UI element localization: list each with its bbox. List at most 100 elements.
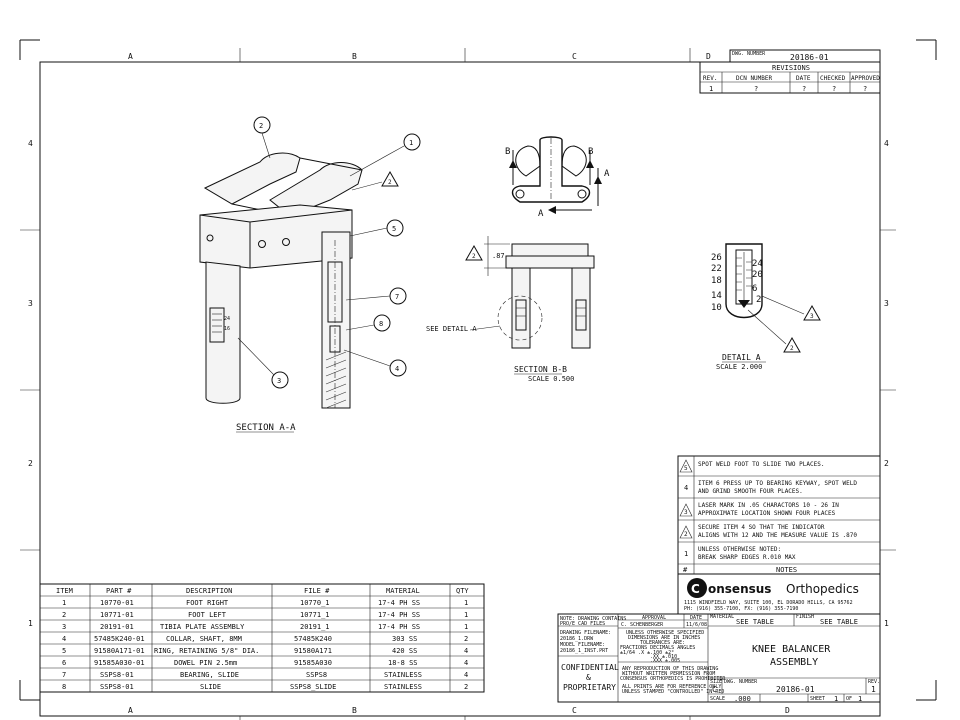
section-a-right: A	[604, 169, 610, 179]
note-3-line1: LASER MARK IN .05 CHARACTORS 10 - 26 IN	[698, 502, 839, 509]
zone-row-4-left: 4	[28, 139, 33, 148]
bom-description: BEARING, SLIDE	[180, 671, 239, 679]
tolerance-line5: ±1/64 .X ±.100 ±2°	[620, 650, 674, 656]
bom-description: COLLAR, SHAFT, 8MM	[166, 635, 242, 643]
bom-header-description: DESCRIPTION	[186, 587, 232, 595]
sheet-label: SHEET	[810, 696, 825, 702]
company-phone: PH: (916) 355-7100, FX: (916) 355-7190	[684, 606, 798, 612]
sheet-frame	[19, 39, 937, 720]
drawn-by: C. SCHENBERGER	[621, 622, 664, 628]
zone-col-a-top: A	[128, 52, 133, 61]
balloon-1: 1	[409, 139, 413, 147]
bom-qty: 4	[464, 647, 468, 655]
bom-part: SSPS8-01	[100, 671, 134, 679]
rev-header-rev: REV.	[703, 75, 717, 82]
repro-line3: CONSENSUS ORTHOPEDICS IS PROHIBITED	[620, 676, 725, 682]
balloon-4: 4	[395, 365, 399, 373]
bom-part: 91580A171-01	[94, 647, 145, 655]
scale-label: SCALE	[710, 696, 725, 702]
bom-file: 91585A030	[294, 659, 332, 667]
dwg-number-value: 20186-01	[776, 685, 815, 694]
note-3-line2: APPROXIMATE LOCATION SHOWN FOUR PLACES	[698, 510, 836, 517]
flag-note-3-detail: 3	[810, 313, 814, 320]
bom-item: 4	[62, 635, 66, 643]
repro-line4: ALL PRINTS ARE FOR REFERENCE ONLY	[622, 684, 721, 690]
zone-col-c-bottom: C	[572, 706, 577, 715]
detail-mark-10: 10	[711, 303, 722, 313]
bom-qty: 1	[464, 611, 468, 619]
bom-header-file: FILE #	[304, 587, 330, 595]
aa-scale-mark-16: 16	[224, 326, 230, 332]
bom-item: 6	[62, 659, 66, 667]
zone-col-d-bottom: D	[785, 706, 790, 715]
bom-part: 57485K240-01	[94, 635, 145, 643]
section-bb-view: .87 2	[465, 236, 595, 349]
flag-note-2-bb: 2	[472, 253, 476, 260]
tolerance-line7: .XXX ±.005	[650, 658, 680, 664]
drawing-filename-label: DRAWING FILENAME:	[560, 630, 611, 636]
bom-file: 57485K240	[294, 635, 332, 643]
zone-row-3-right: 3	[884, 299, 889, 308]
bom-part: SSPS8-01	[100, 683, 134, 691]
confidential-label: CONFIDENTIAL	[561, 663, 619, 672]
rev-header-approved: APPROVED	[851, 75, 880, 82]
zone-row-2-right: 2	[884, 459, 889, 468]
rev-header-dcn: DCN NUMBER	[736, 75, 773, 82]
revisions-table: REVISIONS REV. DCN NUMBER DATE CHECKED A…	[699, 61, 881, 94]
approval-header: APPROVAL	[642, 615, 666, 621]
bom-table: ITEM PART # DESCRIPTION FILE # MATERIAL …	[39, 583, 485, 693]
top-dwg-number-box: DWG. NUMBER 20186-01	[729, 49, 881, 63]
balloon-7: 7	[395, 293, 399, 301]
top-view: B B A A	[505, 136, 610, 219]
tolerance-line6: .XX ±.010	[650, 654, 677, 660]
approval-date-header: DATE	[690, 615, 702, 621]
cad-note-line2: PRO/E CAD FILES	[560, 621, 605, 627]
zone-col-b-top: B	[352, 52, 357, 61]
notes-box: 5 SPOT WELD FOOT TO SLIDE TWO PLACES. 4 …	[677, 455, 881, 575]
balloons-section-aa: 2 1 5 7 8 4 3 2	[237, 116, 421, 389]
bom-item: 8	[62, 683, 66, 691]
bom-qty: 2	[464, 683, 468, 691]
zone-col-d-top: D	[706, 52, 711, 61]
balloon-8: 8	[379, 320, 383, 328]
drawing-filename: 20186_1.DRW	[560, 636, 594, 642]
tolerance-line1: UNLESS OTHERWISE SPECIFIED	[626, 630, 704, 636]
detail-a-scale: SCALE 2.000	[716, 363, 762, 371]
drawn-date: 11/6/08	[686, 622, 707, 628]
zone-row-2-left: 2	[28, 459, 33, 468]
rev-value: 1	[871, 685, 876, 694]
table-row: 3 20191-01 TIBIA PLATE ASSEMBLY 20191_1 …	[62, 623, 468, 631]
consensus-logo: C onsensus Orthopedics	[687, 578, 859, 598]
bom-qty: 1	[464, 623, 468, 631]
notes-title: NOTES	[776, 566, 797, 574]
section-aa-view: 24 16	[199, 152, 363, 409]
bom-item: 5	[62, 647, 66, 655]
table-row: 5 91580A171-01 RING, RETAINING 5/8" DIA.…	[62, 647, 468, 655]
scale-value: .000	[734, 695, 751, 703]
bom-description: SLIDE	[200, 683, 221, 691]
rev-row-rev: 1	[709, 85, 713, 93]
zone-row-1-right: 1	[884, 619, 889, 628]
proprietary-label: PROPRIETARY	[563, 683, 616, 692]
bom-part: 20191-01	[100, 623, 134, 631]
section-bb-label: SECTION B-B	[514, 365, 567, 374]
detail-mark-20: 20	[752, 270, 763, 280]
drawing-title-line1: KNEE BALANCER	[752, 644, 831, 655]
note-2-line1: SECURE ITEM 4 SO THAT THE INDICATOR	[698, 524, 825, 531]
detail-mark-26: 26	[711, 253, 722, 263]
note-num-1: 1	[684, 550, 688, 558]
bom-header-part: PART #	[106, 587, 132, 595]
rev-row-checked: ?	[832, 85, 836, 93]
bom-item: 2	[62, 611, 66, 619]
size-value: C	[712, 685, 717, 694]
note-1-line2: BREAK SHARP EDGES R.010 MAX	[698, 554, 796, 561]
note-2-line2: ALIGNS WITH 12 AND THE MEASURE VALUE IS …	[698, 532, 857, 539]
bom-header-qty: QTY	[456, 587, 469, 595]
section-aa-label: SECTION A-A	[236, 423, 296, 433]
note-num-5: 5	[684, 465, 688, 472]
section-a-bottom: A	[538, 209, 544, 219]
of-label: OF	[846, 696, 852, 702]
section-b-right: B	[588, 147, 593, 157]
bom-part: 91585A030-01	[94, 659, 145, 667]
